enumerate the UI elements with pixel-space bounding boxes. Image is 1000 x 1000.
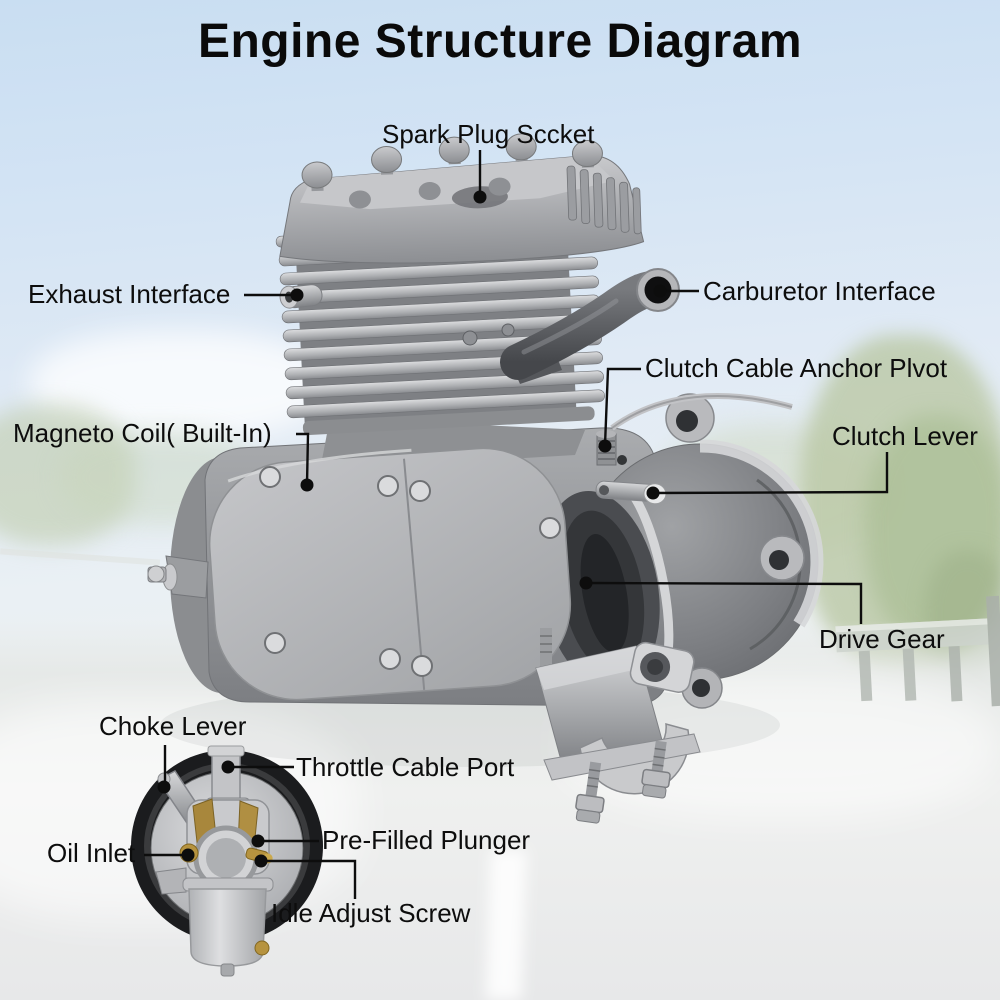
label-magneto-coil: Magneto Coil( Built-In): [13, 418, 272, 448]
label-oil-inlet: Oil Inlet: [47, 838, 136, 868]
label-throttle-cable-port: Throttle Cable Port: [296, 752, 515, 782]
leader-drive-gear: [579, 576, 863, 624]
clutch-arm: [595, 480, 667, 505]
leader-exhaust-interface: [244, 288, 304, 302]
leader-throttle-cable-port: [221, 760, 294, 774]
mounting-bracket: [535, 628, 701, 824]
carb-bracket-tab: [155, 867, 187, 895]
guardrail-left: [0, 548, 161, 566]
carburetor-closeup: [131, 745, 323, 977]
label-clutch-cable-anchor-pivot: Clutch Cable Anchor Plvot: [645, 353, 948, 383]
cover-screws: [259, 466, 561, 677]
label-idle-adjust-screw: Idle Adjust Screw: [271, 898, 471, 928]
page-title: Engine Structure Diagram: [197, 15, 803, 68]
trees-left: [0, 405, 135, 545]
label-exhaust-interface: Exhaust Interface: [28, 279, 231, 309]
drive-gear: [540, 490, 674, 689]
head-fins: [566, 165, 642, 235]
leader-pre-filled-plunger: [251, 834, 319, 848]
leader-clutch-cable-anchor-pivot: [598, 367, 641, 453]
leader-oil-inlet: [144, 848, 195, 862]
label-choke-lever: Choke Lever: [99, 711, 247, 741]
label-pre-filled-plunger: Pre-Filled Plunger: [322, 825, 531, 855]
guardrail-right: [835, 595, 1000, 707]
cylinder-head: [279, 133, 645, 264]
engine-left-stub: [147, 555, 209, 599]
label-carburetor-interface: Carburetor Interface: [703, 276, 936, 306]
label-clutch-lever: Clutch Lever: [832, 421, 978, 451]
leader-spark-plug-socket: [473, 150, 487, 204]
label-spark-plug-socket: Spark Plug Sccket: [382, 119, 595, 149]
leader-carburetor-interface: [653, 284, 699, 298]
leader-clutch-lever: [646, 452, 889, 500]
bracket-studs: [575, 740, 671, 824]
clutch-cable: [610, 393, 793, 431]
head-nuts: [301, 133, 603, 209]
float-bowl: [182, 877, 274, 977]
label-drive-gear: Drive Gear: [819, 624, 945, 654]
magneto-cover: [208, 447, 572, 701]
leader-choke-lever: [157, 745, 171, 794]
leader-idle-adjust-screw: [254, 854, 357, 899]
leader-magneto-coil: [296, 432, 314, 492]
